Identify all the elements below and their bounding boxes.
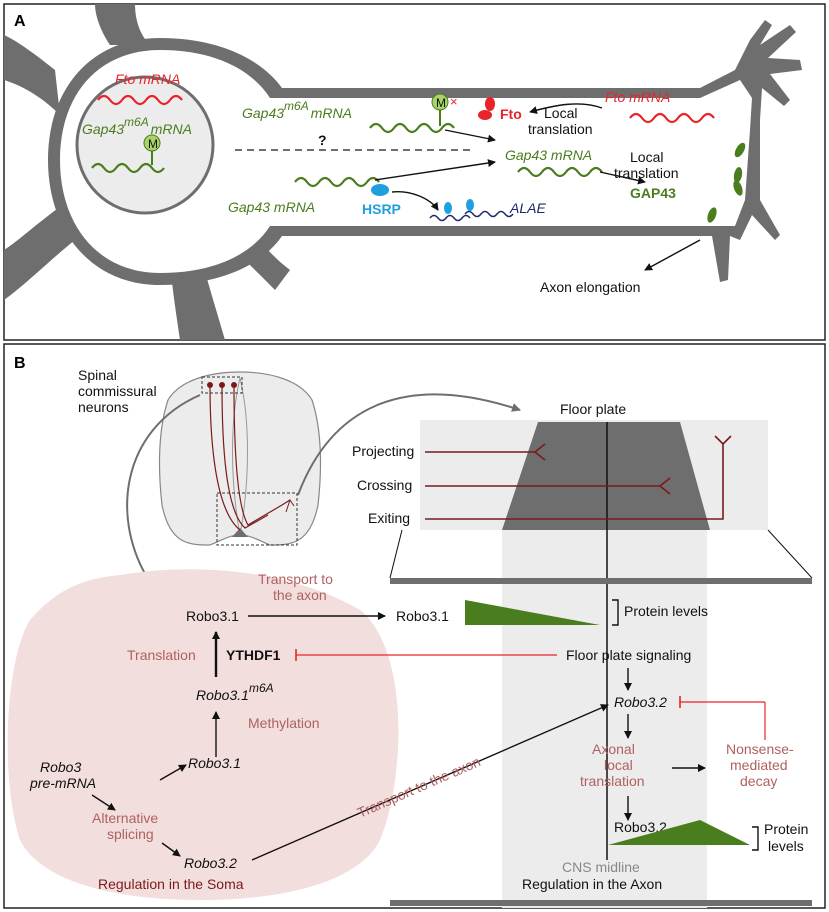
nmd-1: Nonsense- (726, 741, 794, 757)
pre-mrna-arrow (91, 794, 116, 811)
question-mark: ? (318, 132, 327, 148)
soma-zoom-arrow (126, 394, 201, 583)
gap43-mrna-nucleus-strand (91, 162, 165, 174)
robo31-gradient (465, 600, 600, 625)
svg-text:translation: translation (614, 165, 679, 181)
fto-protein-label: Fto (500, 106, 522, 122)
floor-plate-shape (502, 422, 710, 530)
hsrp-label: HSRP (362, 201, 401, 217)
axonal-3: translation (580, 773, 645, 789)
axon-top-bar (390, 578, 812, 584)
robo32-gradient (608, 820, 750, 845)
nmd-3: decay (740, 773, 777, 789)
alae-label: ALAE (509, 200, 546, 216)
gap43-protein-4 (707, 207, 717, 223)
svg-text:translation: translation (528, 121, 593, 137)
gap43-transport-arrow (374, 159, 496, 181)
splicing-arrow-down (161, 842, 181, 857)
protein-levels-2b: levels (768, 838, 804, 854)
robo31-axon: Robo3.1 (396, 608, 449, 624)
alae-fragment-1 (429, 214, 471, 222)
spinal-label-3: neurons (78, 399, 129, 415)
axon-trajectories (425, 435, 732, 520)
floor-plate-signaling: Floor plate signaling (566, 647, 691, 663)
axon-region (502, 530, 707, 908)
fto-protein-blob-1 (485, 97, 495, 111)
ythdf1-label: YTHDF1 (226, 647, 281, 663)
hsrp-protein (371, 184, 389, 196)
axon-bottom-bar (390, 900, 812, 906)
m6a-mark-nucleus (143, 134, 161, 152)
svg-text:Local: Local (544, 105, 577, 121)
alt-splicing-1: Alternative (92, 810, 158, 826)
gap43-mrna-left-label: Gap43 mRNA (228, 199, 315, 215)
panel-a-label: A (14, 13, 26, 30)
gap43-mrna-axon-label: Gap43 mRNA (505, 147, 592, 163)
robo32-soma: Robo3.2 (184, 855, 237, 871)
protein-levels-1: Protein levels (624, 603, 708, 619)
transport-axon-1b: the axon (273, 587, 327, 603)
axonal-2: local (604, 757, 633, 773)
robo31-soma: Robo3.1 (186, 608, 239, 624)
demethylation-arrow (444, 129, 496, 143)
translation-label: Translation (127, 647, 196, 663)
gap43-translation-arrow (599, 171, 646, 185)
alt-splicing-2: splicing (107, 826, 154, 842)
axonal-1: Axonal (592, 741, 635, 757)
svg-text:Local: Local (630, 149, 663, 165)
nmd-2: mediated (730, 757, 788, 773)
gap43-protein-1 (734, 142, 746, 158)
methylation-label: Methylation (248, 715, 320, 731)
floor-plate-label: Floor plate (560, 401, 626, 417)
robo32-bottom: Robo3.2 (614, 819, 667, 835)
robo3-pre-2: pre-mRNA (29, 775, 96, 791)
fto-mrna-axon-label: Fto mRNA (605, 89, 670, 105)
m6a-mark-axon (431, 93, 449, 111)
robo32-axon: Robo3.2 (614, 694, 667, 710)
demethylation-cross: × (450, 94, 458, 109)
gap43-mrna-left-strand (294, 176, 380, 188)
splicing-arrow-up (159, 764, 187, 781)
axon-elongation-label: Axon elongation (540, 279, 640, 295)
exiting-label: Exiting (368, 510, 410, 526)
gap43-m6a-axon-strand (369, 122, 455, 134)
hsrp-decay-arrow (391, 191, 439, 211)
fto-mrna-nucleus-strand (97, 94, 183, 106)
axon-elongation-arrow (644, 239, 701, 271)
gap43-protein-3 (733, 180, 743, 196)
alae-fragment-2 (464, 210, 514, 218)
robo32-transport-arrow (251, 704, 609, 861)
cns-midline-label: CNS midline (562, 859, 640, 875)
panel-b: B Spinal commissural neurons (3, 343, 826, 909)
fto-protein-blob-2 (478, 110, 492, 120)
crossing-label: Crossing (357, 477, 412, 493)
spinal-label-1: Spinal (78, 367, 117, 383)
projecting-label: Projecting (352, 443, 414, 459)
transport-axon-1a: Transport to (258, 571, 333, 587)
svg-text:M: M (436, 96, 446, 110)
spinal-label-2: commissural (78, 383, 157, 399)
fto-translation-arrow (529, 103, 603, 114)
robo31-mid: Robo3.1 (188, 755, 241, 771)
soma-region (7, 569, 399, 900)
robo31-m6a-label: Robo3.1m6A (196, 681, 274, 703)
gap43-protein-2 (733, 167, 743, 183)
floor-plate-zoom-arrow (297, 393, 521, 496)
svg-text:M: M (148, 137, 158, 151)
protein-levels-2a: Protein (764, 821, 808, 837)
fto-mrna-nucleus-label: Fto mRNA (115, 71, 180, 87)
gap43-mrna-axon-strand (517, 166, 603, 178)
regulation-axon-label: Regulation in the Axon (522, 876, 662, 892)
fto-mrna-axon-strand (629, 112, 715, 124)
gap43-protein-label: GAP43 (630, 185, 676, 201)
robo3-pre-1: Robo3 (40, 759, 81, 775)
panel-b-label: B (14, 355, 26, 372)
regulation-soma-label: Regulation in the Soma (98, 876, 244, 892)
spinal-cord-section (158, 371, 322, 546)
